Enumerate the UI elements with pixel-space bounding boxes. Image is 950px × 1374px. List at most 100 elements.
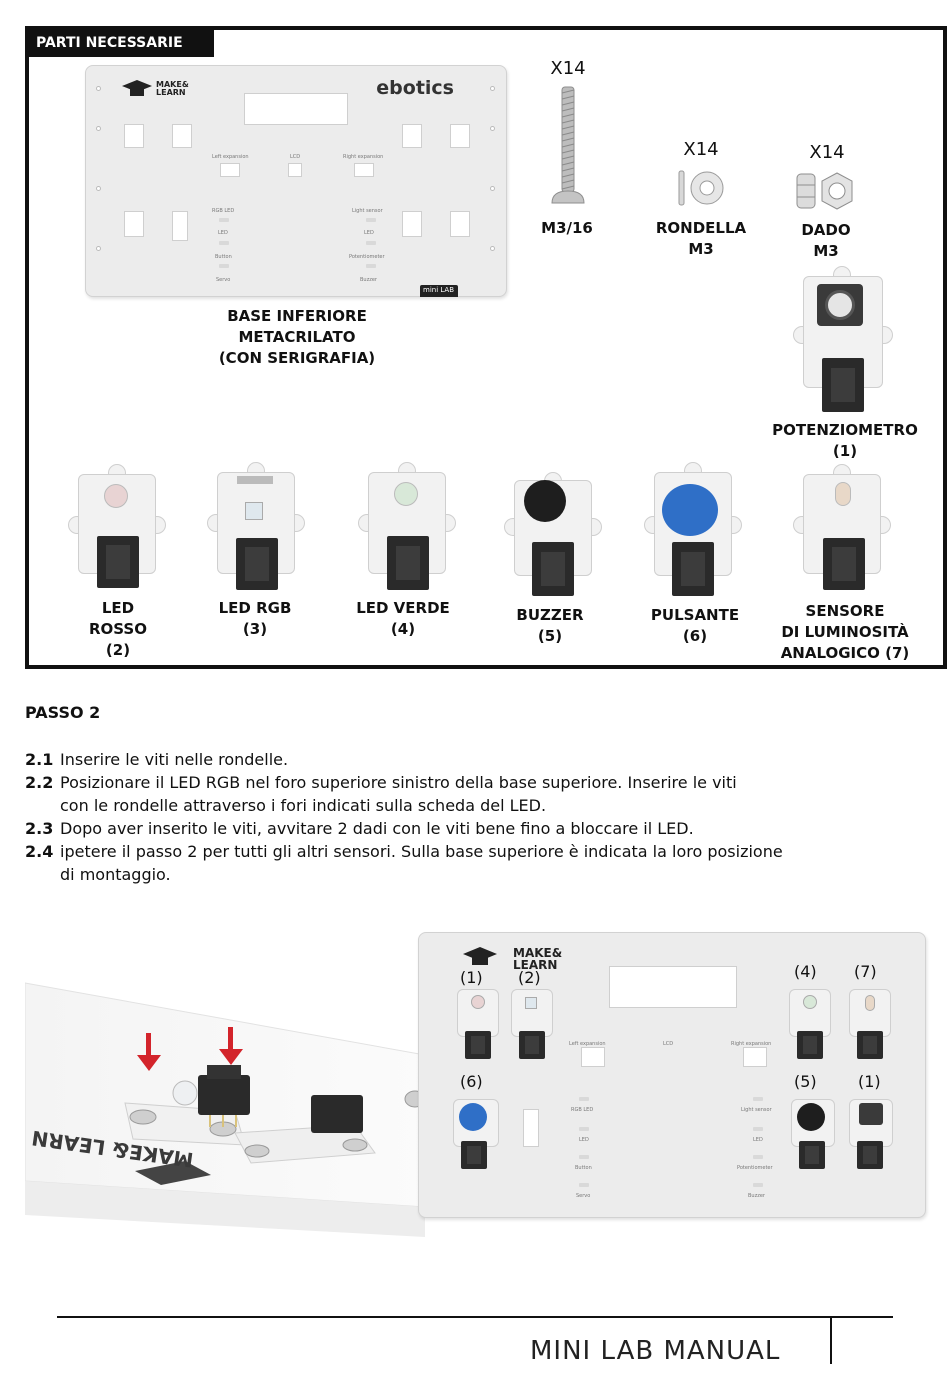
step-title: PASSO 2 xyxy=(25,703,101,722)
led-pad xyxy=(366,264,376,268)
screw-hole xyxy=(96,126,101,131)
top-plate-silk-label: LED xyxy=(753,1137,763,1143)
led-pad xyxy=(579,1155,589,1159)
led-pad xyxy=(753,1097,763,1101)
plate-silk-label: LCD xyxy=(290,154,301,160)
led-pad xyxy=(753,1183,763,1187)
led-pad xyxy=(579,1097,589,1101)
screw-quantity: X14 xyxy=(550,58,586,79)
top-plate-silk-label: Servo xyxy=(576,1193,591,1199)
top-plate: MAKE& LEARN Left expansion LCD Right exp… xyxy=(418,932,926,1218)
label-line: DI LUMINOSITÀ xyxy=(781,623,909,641)
closeup-drawing xyxy=(25,982,425,1237)
label-line: LED RGB xyxy=(218,599,292,617)
assembly-top-view-photo: MAKE& LEARN Left expansion LCD Right exp… xyxy=(418,932,926,1218)
top-plate-silk-label: LED xyxy=(579,1137,589,1143)
top-plate-logo-text: MAKE& LEARN xyxy=(513,946,563,972)
position-label: (7) xyxy=(854,962,877,981)
plate-silk-label: LED xyxy=(364,230,374,236)
top-plate-silk-label: Left expansion xyxy=(569,1041,606,1047)
module-label-light-sensor: SENSORE DI LUMINOSITÀ ANALOGICO (7) xyxy=(765,601,925,664)
led-red-module-image xyxy=(68,464,166,592)
step-number: 2.1 xyxy=(25,750,54,769)
graduation-cap-icon xyxy=(122,80,152,96)
buzzer-module-image xyxy=(504,472,602,598)
make-learn-logo: MAKE& LEARN xyxy=(122,80,212,100)
parts-box: PARTI NECESSARIE xyxy=(25,26,947,669)
label-line: LED VERDE xyxy=(356,599,450,617)
mounted-module xyxy=(789,989,831,1059)
step-text-continued: con le rondelle attraverso i fori indica… xyxy=(60,796,547,815)
plate-silk-label: Potentiometer xyxy=(349,254,385,260)
plate-silk-label: Left expansion xyxy=(212,154,249,160)
label-line: (4) xyxy=(390,620,416,638)
label-line: LED xyxy=(101,599,135,617)
plate-hole xyxy=(124,124,144,148)
position-label: (6) xyxy=(460,1072,483,1091)
top-plate-silk-label: Potentiometer xyxy=(737,1165,773,1171)
mounted-module xyxy=(511,989,553,1059)
position-label: (1) xyxy=(858,1072,881,1091)
label-line: ANALOGICO (7) xyxy=(780,644,910,662)
label-line: M3/16 xyxy=(541,219,593,237)
module-label-led-green: LED VERDE (4) xyxy=(343,598,463,640)
led-module-closeup xyxy=(124,1065,250,1146)
label-line: BASE INFERIORE xyxy=(227,307,367,325)
plate-corner-badge: mini LAB xyxy=(420,285,458,297)
plate-hole xyxy=(450,211,470,237)
label-line: (1) xyxy=(832,442,858,460)
led-pad xyxy=(579,1127,589,1131)
top-plate-silk-label: Right expansion xyxy=(731,1041,772,1047)
plate-silk-label: Button xyxy=(215,254,232,260)
plate-hole xyxy=(220,163,240,177)
arrow-down-icon xyxy=(219,1027,243,1065)
label-line: M3 xyxy=(813,242,839,260)
step-text: ipetere il passo 2 per tutti gli altri s… xyxy=(60,842,783,861)
plate-silk-label: LED xyxy=(218,230,228,236)
arrow-down-icon xyxy=(137,1033,161,1071)
led-pad xyxy=(366,241,376,245)
position-label: (4) xyxy=(794,962,817,981)
second-module-closeup xyxy=(234,1090,425,1164)
plate-hole xyxy=(743,1047,767,1067)
potentiometer-knob xyxy=(817,284,863,326)
label-line: (2) xyxy=(105,641,131,659)
plate-silk-label: Servo xyxy=(216,277,231,283)
label-line: (5) xyxy=(537,627,563,645)
label-line: POTENZIOMETRO xyxy=(772,421,918,439)
top-plate-silk-label: Buzzer xyxy=(748,1193,765,1199)
mounted-module xyxy=(849,1099,893,1169)
label-line: BUZZER xyxy=(516,606,584,624)
screw-hole xyxy=(96,186,101,191)
label-line: PULSANTE xyxy=(650,606,740,624)
top-plate-silk-label: LCD xyxy=(663,1041,674,1047)
washer-label: RONDELLA M3 xyxy=(640,218,762,260)
plate-hole xyxy=(124,211,144,237)
graduation-cap-icon xyxy=(463,947,497,965)
screw-hole xyxy=(490,246,495,251)
footer-rule xyxy=(57,1316,893,1318)
parts-header: PARTI NECESSARIE xyxy=(28,29,214,57)
screw-hole xyxy=(490,186,495,191)
plate-hole xyxy=(581,1047,605,1067)
led-pad xyxy=(579,1183,589,1187)
washer-quantity: X14 xyxy=(683,139,719,160)
label-line: SENSORE xyxy=(805,602,885,620)
screw-hole xyxy=(96,86,101,91)
step-number: 2.3 xyxy=(25,819,54,838)
step-text: Dopo aver inserito le viti, avvitare 2 d… xyxy=(60,819,694,838)
screw-label: M3/16 xyxy=(522,218,612,239)
plate-hole xyxy=(402,211,422,237)
footer-divider xyxy=(830,1316,832,1364)
screw-image xyxy=(551,86,585,204)
plate-silk-label: RGB LED xyxy=(212,208,235,214)
screw-hole xyxy=(96,246,101,251)
step-text: Inserire le viti nelle rondelle. xyxy=(60,750,289,769)
plate-silk-label: Right expansion xyxy=(343,154,384,160)
led-pad xyxy=(219,264,229,268)
label-line: ROSSO xyxy=(89,620,147,638)
base-plate-image: MAKE& LEARN ebotics Left expansion LCD R… xyxy=(85,65,507,297)
position-label: (1) xyxy=(460,968,483,987)
plate-hole xyxy=(172,211,188,241)
potentiometer-module-image xyxy=(793,266,893,414)
